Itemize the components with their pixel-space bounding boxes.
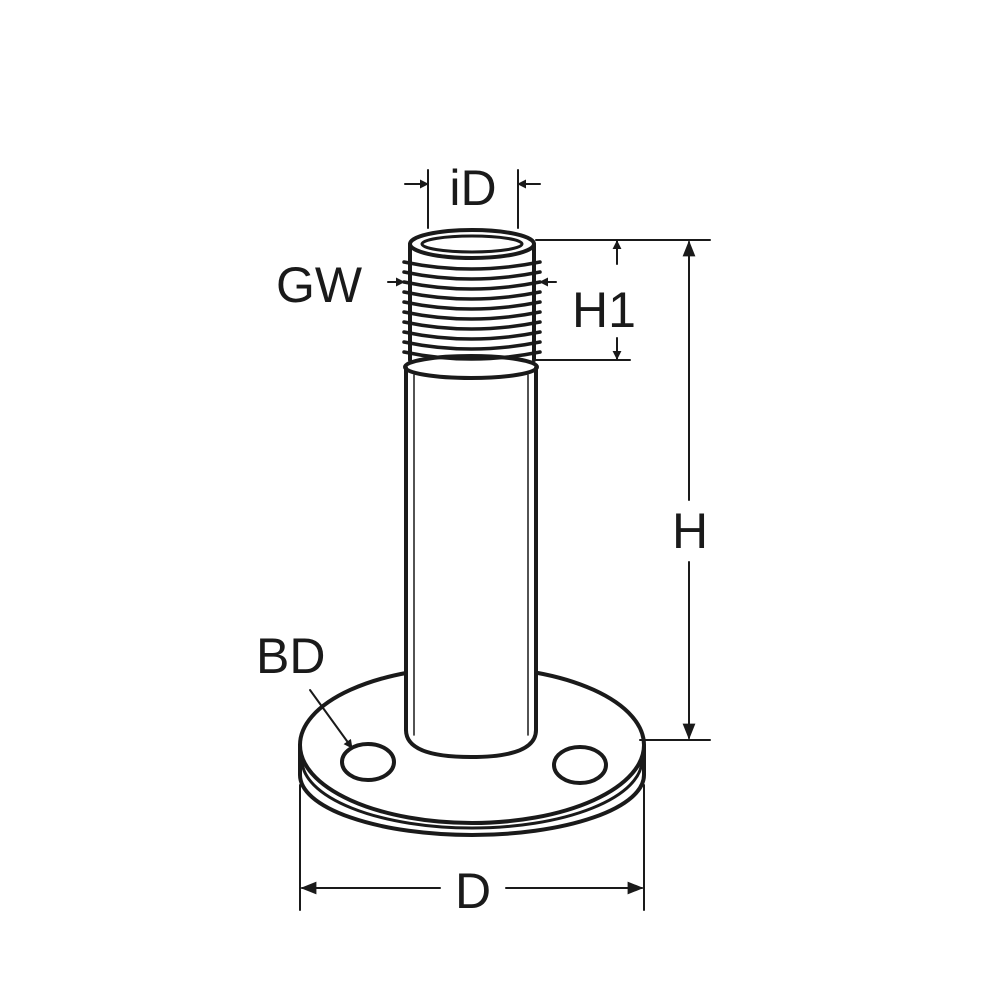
label-h1: H1 xyxy=(572,282,636,338)
bolt-hole-left xyxy=(340,742,396,782)
label-gw: GW xyxy=(276,257,363,313)
threaded-section xyxy=(402,228,542,380)
bolt-hole-right xyxy=(552,745,608,785)
h1-dimension xyxy=(535,239,711,361)
d-dimension xyxy=(299,784,645,911)
label-d: D xyxy=(455,863,491,919)
label-h: H xyxy=(672,503,708,559)
bd-pointer xyxy=(309,689,353,749)
h-dimension xyxy=(639,240,711,741)
label-id: iD xyxy=(449,160,496,216)
id-dimension xyxy=(404,169,541,229)
tube xyxy=(404,365,538,759)
label-bd: BD xyxy=(256,628,325,684)
